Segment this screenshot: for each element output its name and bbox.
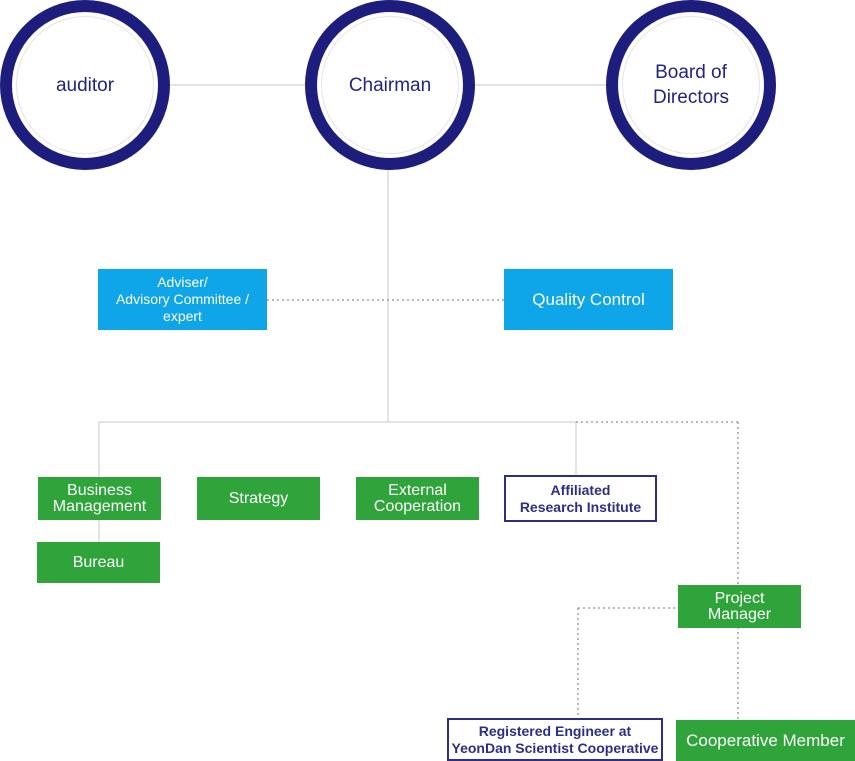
quality-control-box: Quality Control [504, 269, 673, 330]
project-manager-box: Project Manager [678, 585, 801, 628]
board-label: Board of Directors [652, 62, 729, 108]
bureau-box: Bureau [37, 542, 160, 583]
strategy-box: Strategy [197, 477, 320, 520]
board-node-inner: Board of Directors [622, 16, 760, 154]
affiliated-research-institute-box: Affiliated Research Institute [504, 475, 657, 522]
auditor-node-inner: auditor [16, 16, 154, 154]
chairman-node-inner: Chairman [321, 16, 459, 154]
cooperative-member-box: Cooperative Member [676, 720, 855, 761]
board-node: Board of Directors [606, 0, 776, 170]
chairman-node: Chairman [305, 0, 475, 170]
registered-engineer-box: Registered Engineer at YeonDan Scientist… [447, 718, 663, 761]
auditor-node: auditor [0, 0, 170, 170]
chairman-label: Chairman [348, 74, 432, 96]
adviser-box: Adviser/ Advisory Committee / expert [98, 269, 267, 330]
external-cooperation-box: External Cooperation [356, 477, 479, 520]
business-management-box: Business Management [38, 477, 161, 520]
auditor-label: auditor [55, 74, 115, 96]
